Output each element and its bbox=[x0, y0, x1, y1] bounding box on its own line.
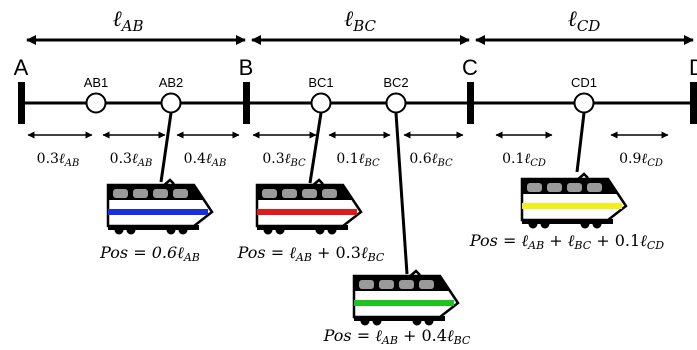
pointer-blue-to-ab2 bbox=[159, 112, 173, 183]
pointer-green-to-bc2 bbox=[394, 112, 409, 275]
segment-cd-label: ℓCD bbox=[568, 7, 601, 35]
segment-ab-label: ℓAB bbox=[112, 7, 143, 35]
train-green-stripe bbox=[354, 300, 454, 306]
fraction-label: 0.6ℓBC bbox=[409, 151, 453, 169]
train-blue bbox=[106, 178, 214, 235]
segment-bc-label: ℓBC bbox=[344, 7, 376, 35]
station-a-label: A bbox=[14, 55, 29, 80]
fraction-label: 0.3ℓAB bbox=[110, 151, 153, 169]
train-yellow bbox=[520, 172, 628, 229]
node-bc1-label: BC1 bbox=[308, 75, 333, 90]
station-c-bar bbox=[467, 82, 474, 124]
fraction-label: 0.9ℓCD bbox=[619, 151, 663, 169]
pointer-yellow-to-cd1 bbox=[575, 112, 586, 173]
node-bc2-label: BC2 bbox=[383, 75, 408, 90]
station-c-label: C bbox=[462, 55, 478, 80]
station-b-bar bbox=[243, 82, 250, 124]
node-cd1-label: CD1 bbox=[571, 75, 597, 90]
node-ab2-label: AB2 bbox=[159, 75, 184, 90]
train-blue-stripe bbox=[108, 209, 208, 215]
train-red-position: Pos = ℓAB + 0.3ℓBC bbox=[237, 243, 385, 264]
station-d-bar bbox=[690, 82, 697, 124]
train-yellow-position: Pos = ℓAB + ℓBC + 0.1ℓCD bbox=[469, 231, 664, 252]
station-b-label: B bbox=[239, 55, 254, 80]
node-bc2 bbox=[385, 92, 407, 114]
train-yellow-stripe bbox=[522, 203, 622, 209]
node-cd1 bbox=[573, 92, 595, 114]
pointer-red-to-bc1 bbox=[308, 112, 323, 184]
fraction-label: 0.4ℓAB bbox=[184, 151, 227, 169]
train-green bbox=[352, 269, 460, 326]
train-blue-position: Pos = 0.6ℓAB bbox=[99, 243, 200, 264]
node-ab2 bbox=[160, 92, 182, 114]
station-a-bar bbox=[18, 82, 25, 124]
fraction-label: 0.3ℓBC bbox=[262, 151, 306, 169]
fraction-label: 0.1ℓCD bbox=[502, 151, 546, 169]
node-ab1-label: AB1 bbox=[84, 75, 109, 90]
fraction-label: 0.1ℓBC bbox=[336, 151, 380, 169]
fraction-label: 0.3ℓAB bbox=[37, 151, 80, 169]
train-red bbox=[255, 178, 363, 235]
train-red-stripe bbox=[257, 209, 357, 215]
node-bc1 bbox=[310, 92, 332, 114]
station-d-label: D bbox=[689, 55, 697, 80]
train-green-position: Pos = ℓAB + 0.4ℓBC bbox=[323, 326, 471, 347]
node-ab1 bbox=[85, 92, 107, 114]
